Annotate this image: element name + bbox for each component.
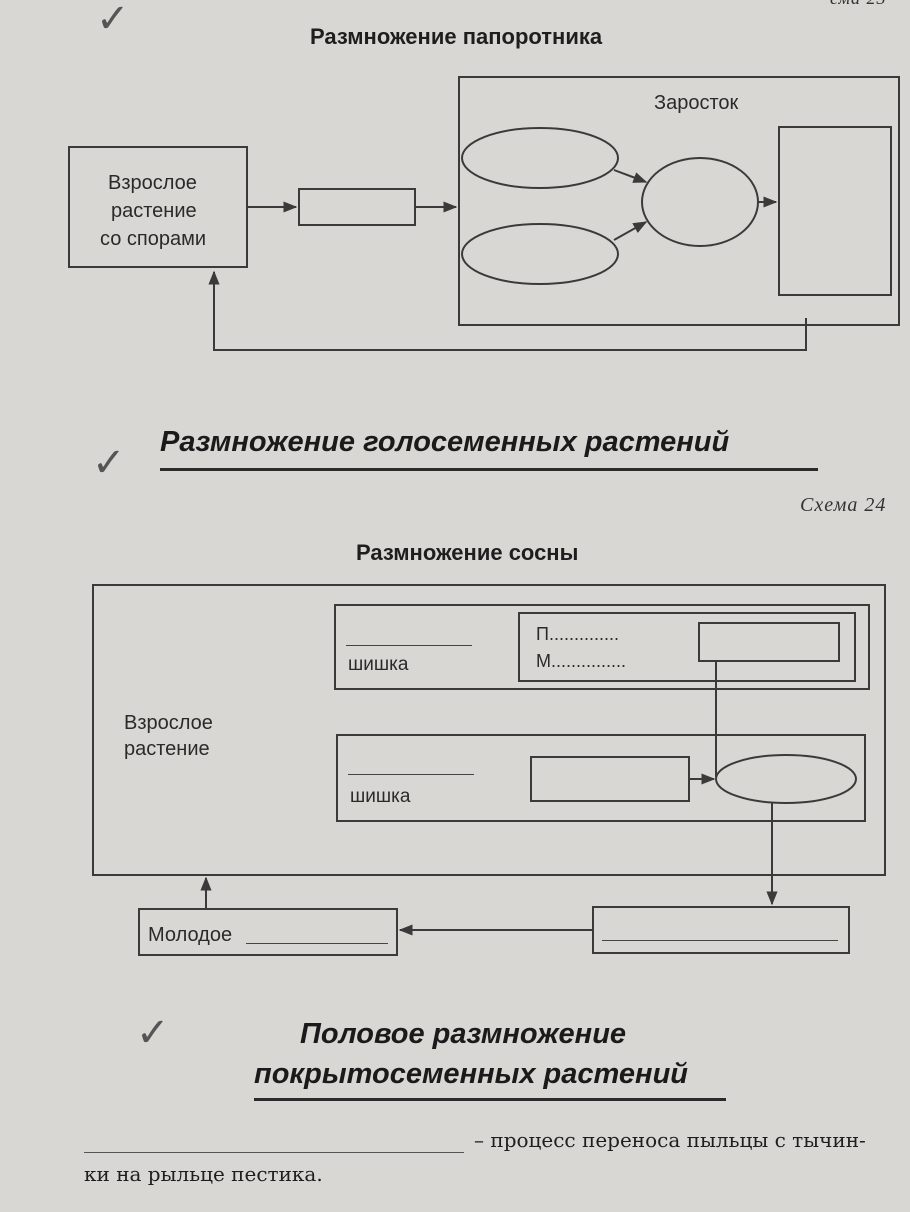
angiosperm-heading-line1: Половое размножение [300, 1018, 627, 1050]
upper-cone-box [334, 604, 870, 690]
arrow-oval2-to-circle [613, 221, 648, 241]
seed-blank-box [592, 906, 850, 954]
scheme-label: Схема 24 [800, 494, 887, 516]
upper-cone-type-blank[interactable] [346, 645, 472, 646]
pollination-sentence-part2: ки на рыльце пестика. [84, 1162, 323, 1186]
lower-cone-label: шишка [350, 786, 411, 807]
pollen-blank-box[interactable] [698, 622, 840, 662]
page-number-fragment: ема 23 [830, 0, 887, 9]
pine-title: Размножение сосны [356, 540, 579, 565]
spore-blank-box[interactable] [298, 188, 416, 226]
pine-adult-line1: Взрослое [124, 712, 213, 734]
prothallus-label: Заросток [654, 92, 739, 114]
check-mark-2-icon: ✓ [92, 440, 126, 486]
adult-plant-line1: Взрослое [108, 172, 197, 194]
ovule-blank-box[interactable] [530, 756, 690, 802]
gymnosperm-heading-underline [160, 468, 818, 471]
gymnosperm-heading: Размножение голосеменных растений [160, 426, 730, 458]
pollination-sentence-part1: – процесс переноса пыльцы с тычин- [474, 1128, 866, 1152]
young-plant-box [138, 908, 398, 956]
fern-zygote-circle [641, 157, 759, 247]
check-mark-1-icon: ✓ [96, 0, 130, 42]
angiosperm-heading-underline [254, 1098, 726, 1101]
young-plant-label: Молодое [148, 924, 233, 946]
fern-return-line [208, 270, 807, 351]
lower-cone-box [336, 734, 866, 822]
arrow-oval1-to-circle [613, 169, 648, 183]
pine-adult-box [92, 584, 886, 876]
adult-plant-box [68, 146, 248, 268]
fern-upper-oval [461, 127, 619, 189]
adult-plant-line3: со спорами [100, 228, 207, 250]
m-blank[interactable]: М............... [536, 651, 627, 671]
upper-cone-inner-box [518, 612, 856, 682]
p-blank[interactable]: П.............. [536, 624, 619, 644]
adult-plant-line2: растение [111, 200, 197, 222]
fern-title: Размножение папоротника [310, 24, 603, 49]
angiosperm-heading-line2: покрытосеменных растений [254, 1058, 688, 1090]
pine-adult-line2: растение [124, 738, 210, 760]
lower-cone-type-blank[interactable] [348, 774, 474, 775]
seed-blank-line[interactable] [602, 940, 838, 941]
check-mark-3-icon: ✓ [136, 1010, 170, 1056]
prothallus-box [458, 76, 900, 326]
fern-lower-oval [461, 223, 619, 285]
pollination-blank[interactable] [84, 1152, 464, 1153]
result-blank-box[interactable] [778, 126, 892, 296]
upper-cone-label: шишка [348, 654, 409, 675]
pine-seed-oval [715, 754, 857, 804]
young-plant-blank[interactable] [246, 943, 388, 944]
